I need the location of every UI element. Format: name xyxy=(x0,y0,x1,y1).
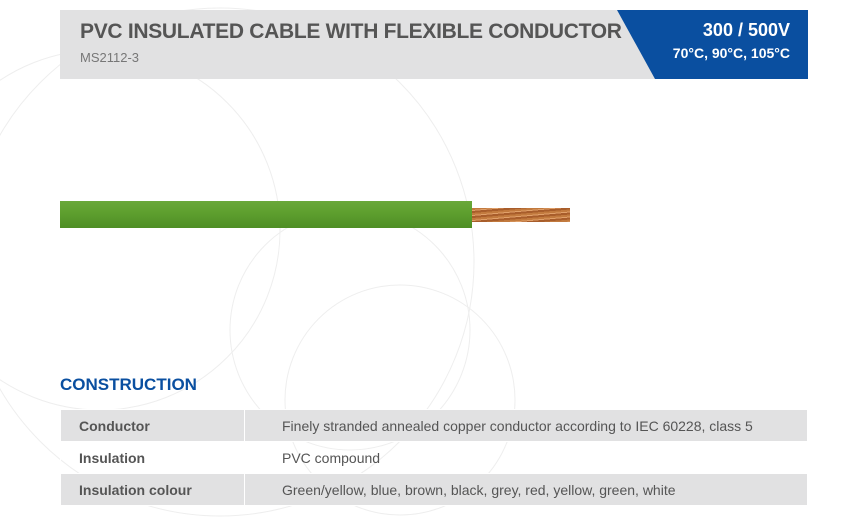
row-label: Conductor xyxy=(60,409,245,442)
cable-insulation-image xyxy=(60,201,472,228)
product-title: PVC INSULATED CABLE WITH FLEXIBLE CONDUC… xyxy=(80,20,622,43)
row-value: PVC compound xyxy=(244,441,808,474)
row-value: Green/yellow, blue, brown, black, grey, … xyxy=(244,473,808,506)
rating-badge: 300 / 500V 70°C, 90°C, 105°C xyxy=(617,10,808,79)
construction-heading: CONSTRUCTION xyxy=(60,375,197,394)
voltage-rating: 300 / 500V xyxy=(702,20,790,40)
cable-conductor-image xyxy=(472,208,570,222)
title-banner: PVC INSULATED CABLE WITH FLEXIBLE CONDUC… xyxy=(60,10,808,79)
temperature-rating: 70°C, 90°C, 105°C xyxy=(672,45,790,61)
row-label: Insulation xyxy=(60,441,245,474)
row-label: Insulation colour xyxy=(60,473,245,506)
row-value: Finely stranded annealed copper conducto… xyxy=(244,409,808,442)
standard-code: MS2112-3 xyxy=(80,50,140,65)
